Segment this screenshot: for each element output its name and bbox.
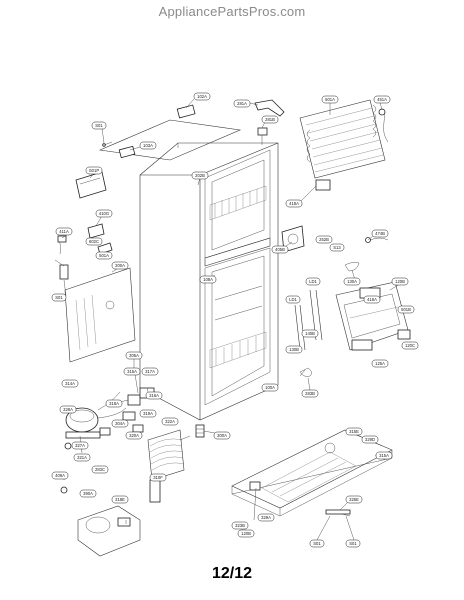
callout-501B: 501B — [401, 307, 411, 312]
callout-409A: 409A — [55, 473, 65, 478]
condenser-coil — [147, 429, 185, 481]
callout-202B: 202B — [195, 173, 205, 178]
control-board — [75, 171, 113, 255]
callout-S01-3: S01 — [313, 541, 321, 546]
callout-102A: 102A — [197, 94, 207, 99]
drain-pan — [77, 505, 141, 557]
callout-451A: 451A — [377, 97, 387, 102]
callout-315E: 315E — [349, 429, 359, 434]
callout-120C: 120C — [405, 343, 415, 348]
callout-120B-2: 120B — [241, 531, 251, 536]
callout-328A: 328A — [63, 407, 73, 412]
callout-120B: 120B — [395, 279, 405, 284]
callout-252B: 252B — [319, 237, 329, 242]
callout-411A: 411A — [59, 229, 69, 234]
callout-S01-4: S01 — [349, 541, 357, 546]
callout-125A: 125A — [375, 361, 385, 366]
callout-501A-2: 501A — [99, 253, 109, 258]
callout-130B: 130B — [289, 347, 299, 352]
callout-315A: 315A — [127, 369, 137, 374]
callout-321A: 321A — [77, 455, 87, 460]
callout-LD1: LD1 — [309, 279, 317, 284]
callout-318A: 318A — [109, 401, 119, 406]
top-cover-parts — [98, 104, 242, 161]
machine-compartment-cover — [54, 235, 136, 363]
callout-S13: S13 — [333, 245, 341, 250]
callout-322A: 322A — [165, 419, 175, 424]
callout-300A: 300A — [217, 433, 227, 438]
icemaker-assembly — [335, 281, 411, 351]
callout-315A-2: 315A — [379, 453, 389, 458]
callout-281A: 281A — [237, 101, 247, 106]
callout-140B: 140B — [305, 331, 315, 336]
callout-390A: 390A — [83, 491, 93, 496]
callout-100A: 100A — [265, 385, 275, 390]
callout-283B: 283B — [305, 391, 315, 396]
callout-labels: 102A 281A 501A 451A S01 103A 281B S01P 2… — [51, 92, 419, 548]
callout-310F: 310F — [153, 475, 163, 480]
callout-319A: 319A — [143, 411, 153, 416]
callout-317A: 317A — [145, 369, 155, 374]
callout-LD1-2: LD1 — [289, 297, 297, 302]
base-grille — [231, 429, 393, 517]
callout-S01-2: S01 — [55, 295, 63, 300]
callout-108A: 108A — [203, 277, 213, 282]
callout-418A-2: 418A — [367, 297, 377, 302]
callout-327A: 327A — [75, 443, 85, 448]
callout-S01: S01 — [95, 123, 103, 128]
callout-474B: 474B — [375, 231, 385, 236]
callout-325E: 325E — [349, 497, 359, 502]
callout-103A: 103A — [143, 143, 153, 148]
callout-418A: 418A — [289, 201, 299, 206]
watermark-text: AppliancePartsPros.com — [158, 4, 306, 19]
callout-S01P: S01P — [89, 168, 99, 173]
callout-329A: 329A — [261, 515, 271, 520]
leader-lines — [61, 98, 401, 541]
callout-410G: 410G — [99, 211, 109, 216]
callout-316A: 316A — [149, 393, 159, 398]
callout-314A: 314A — [65, 381, 75, 386]
callout-405B: 405B — [275, 247, 285, 252]
top-hinge — [254, 99, 285, 145]
callout-320A: 320A — [129, 433, 139, 438]
callout-281B: 281B — [265, 117, 275, 122]
evaporator-assembly — [299, 99, 389, 191]
compressor-assembly — [60, 391, 127, 494]
page-number: 12/12 — [211, 565, 253, 582]
callout-305A: 305A — [129, 353, 139, 358]
callout-130A: 130A — [347, 279, 357, 284]
callout-200A: 200A — [115, 263, 125, 268]
callout-304A: 304A — [115, 421, 125, 426]
callout-323B: 323B — [235, 523, 245, 528]
callout-283C: 283C — [95, 467, 105, 472]
callout-602C: 602C — [89, 239, 99, 244]
callout-329D: 329D — [365, 437, 375, 442]
relay-and-fittings — [99, 387, 161, 524]
callout-501A: 501A — [325, 97, 335, 102]
callout-318E: 318E — [115, 497, 125, 502]
